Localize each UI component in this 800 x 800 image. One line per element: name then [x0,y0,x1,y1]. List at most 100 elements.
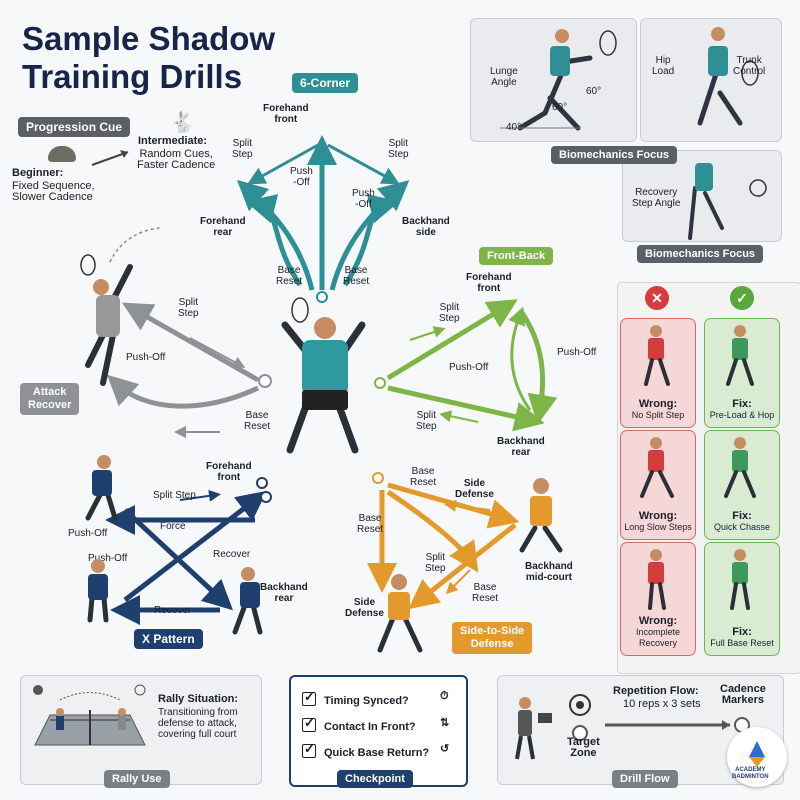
fix-card-3: Fix:Full Base Reset [704,542,780,656]
checkpoint-item-1[interactable]: Timing Synced?⏱ [302,689,449,707]
contact-icon: ⇅ [440,717,450,729]
biomech-figures [500,27,767,240]
x-base-second [260,491,272,503]
side-base [372,472,384,484]
rally-court-icon [33,684,146,746]
intermediate-text: Random Cues, Faster Cadence [137,148,216,171]
checkpoint-item-3[interactable]: Quick Base Return?↺ [302,741,449,759]
check-icon: ✓ [730,286,754,310]
x-force: Force [160,521,186,532]
front-back-arrows [386,299,558,432]
biomech-tag-1: Biomechanics Focus [551,146,678,164]
repetition-title: Repetition Flow: [613,685,699,697]
six-push-right: Push-Off [352,188,375,210]
biomech-panel-lunge [470,18,637,142]
timer-icon: ⏱ [440,690,449,702]
angle-40: 40° [506,122,522,133]
front-back-tag: Front-Back [479,247,554,265]
shuttle-icon [749,741,765,767]
rally-use-tag: Rally Use [104,770,170,788]
fb-push-mid: Push-Off [449,362,489,373]
attack-arrows [106,302,260,438]
biomech-tag-2: Biomechanics Focus [637,245,764,263]
attack-player [80,254,133,386]
x-recover-bottom: Recover [154,605,192,616]
repetition-text: 10 reps x 3 sets [623,698,701,710]
page-title: Sample Shadow Training Drills [22,20,276,95]
rabbit-icon: 🐇 [170,112,195,134]
attack-push: Push-Off [126,352,166,363]
six-corner-arrows [236,135,410,291]
front-back-base [374,377,386,389]
correction-figures [640,325,756,610]
fb-push-right: Push-Off [557,347,597,358]
biomech-panel-hip [640,18,782,142]
intermediate-title: Intermediate: [138,135,208,147]
turtle-icon [48,146,76,162]
attack-base [258,374,272,388]
x-split: Split Step [153,490,196,501]
x-push-top: Push-Off [68,528,108,539]
six-push-left: Push-Off [290,166,313,188]
wrong-icon: ✕ [645,286,669,310]
return-icon: ↺ [440,743,450,755]
side-arrows [367,482,520,610]
beginner-text: Fixed Sequence, Slower Cadence [12,180,95,203]
six-corner-base [316,291,328,303]
x-pattern-tag: X Pattern [134,629,203,649]
angle-60b: 60° [552,102,568,113]
progression-cue-tag: Progression Cue [18,117,131,137]
x-push-mid: Push-Off [88,553,128,564]
checkpoint-panel [289,675,468,787]
drill-flow-graphic [515,694,750,760]
beginner-title: Beginner: [12,167,64,179]
attack-dashed-arc [109,227,161,263]
x-pattern-arrows [105,489,267,625]
checkpoint-tag: Checkpoint [337,770,413,788]
rally-title: Rally Situation: [158,693,239,705]
drill-flow-tag: Drill Flow [612,770,678,788]
central-player [281,297,366,454]
angle-60a: 60° [586,86,602,97]
x-base-top [256,477,268,489]
six-corner-tag: 6-Corner [292,73,359,93]
checkpoint-item-2[interactable]: Contact In Front?⇅ [302,715,449,733]
x-recover-right: Recover [213,549,251,560]
